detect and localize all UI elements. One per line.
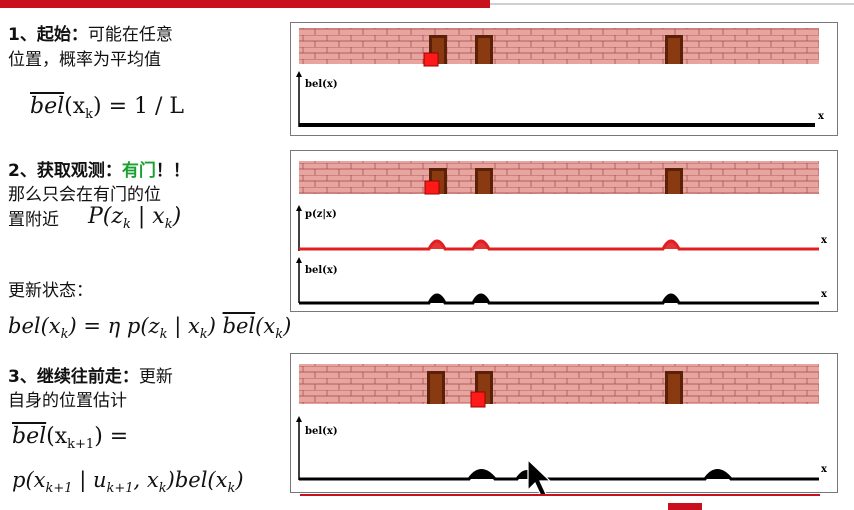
formula-uniform-prior: bel(xk) = 1 / L [30,94,185,122]
belief-axis-label: bel(x) [305,79,338,90]
panel-motion: bel(x) x [290,353,838,493]
door-3 [665,35,683,64]
y-axis-arrow-icon [296,205,302,211]
mouse-cursor-icon [527,458,552,497]
y-axis-arrow-icon [296,416,302,422]
panel-initial: bel(x) x [290,22,838,136]
formula-measurement-update: bel(xk) = η p(zk | xk) bel(xk) [8,314,292,342]
door-1 [427,371,445,404]
observation-likelihood-curve [299,239,819,251]
formula-motion-model: p(xk+1 | uk+1, xk)bel(xk) [12,468,244,496]
step3-heading: 3、继续往前走：更新 [8,366,173,388]
panel-observation: p(z|x) x bel(x) x [290,150,838,312]
x-axis-label: x [821,464,828,475]
step2-desc-line2: 置附近 [8,210,59,230]
brick-wall [299,28,819,64]
step1-title: 起始： [36,25,88,45]
x-axis-2-label: x [821,289,828,300]
update-state-label: 更新状态： [8,281,93,301]
panel-initial-svg: bel(x) x [296,28,825,127]
belief-axis-label: bel(x) [305,426,338,437]
formula-predicted-belief: bel(xk+1) = [12,424,129,452]
step1-number: 1、 [8,25,37,45]
robot-icon [423,52,439,67]
footer-rule [300,494,820,496]
step2-highlight: 有门 [121,161,156,181]
posterior-belief-curve [299,293,819,305]
step1-heading: 1、起始：可能在任意 [8,24,173,46]
robot-icon [470,391,486,408]
x-axis-label: x [818,111,825,122]
door-2 [475,168,493,194]
step3-title: 继续往前走： [36,367,139,387]
title-bar-accent [0,0,490,8]
x-axis-label: x [821,235,828,246]
observation-axis-label: p(z|x) [305,209,337,220]
door-2 [475,35,493,64]
step3-number: 3、 [8,367,37,387]
title-bar-rule [490,3,854,5]
step2-desc-line1: 那么只会在有门的位 [8,185,161,205]
step2-number: 2、 [8,161,37,181]
brick-wall [299,364,819,404]
step3-desc-line1: 更新 [138,367,173,387]
y-axis-arrow-icon [296,71,302,77]
step1-desc-line2: 位置，概率为平均值 [8,50,161,70]
step1-desc-line1: 可能在任意 [87,25,173,45]
brick-wall [299,161,819,194]
footer-badge [668,503,702,510]
door-3 [665,371,683,404]
formula-observation-likelihood: P(zk | xk) [88,204,182,232]
step2-heading: 2、获取观测：有门！！ [8,160,190,182]
robot-icon [424,180,440,195]
step3-desc-line2: 自身的位置估计 [8,391,127,411]
panel-motion-svg: bel(x) x [296,364,828,481]
step2-title: 获取观测： [36,161,122,181]
y-axis-2-arrow-icon [296,257,302,263]
belief-axis-label: bel(x) [305,265,338,276]
door-3 [665,168,683,194]
step2-exclaim: ！！ [155,161,190,181]
panel-observation-svg: p(z|x) x bel(x) x [296,161,828,305]
predicted-belief-curve [299,469,819,481]
